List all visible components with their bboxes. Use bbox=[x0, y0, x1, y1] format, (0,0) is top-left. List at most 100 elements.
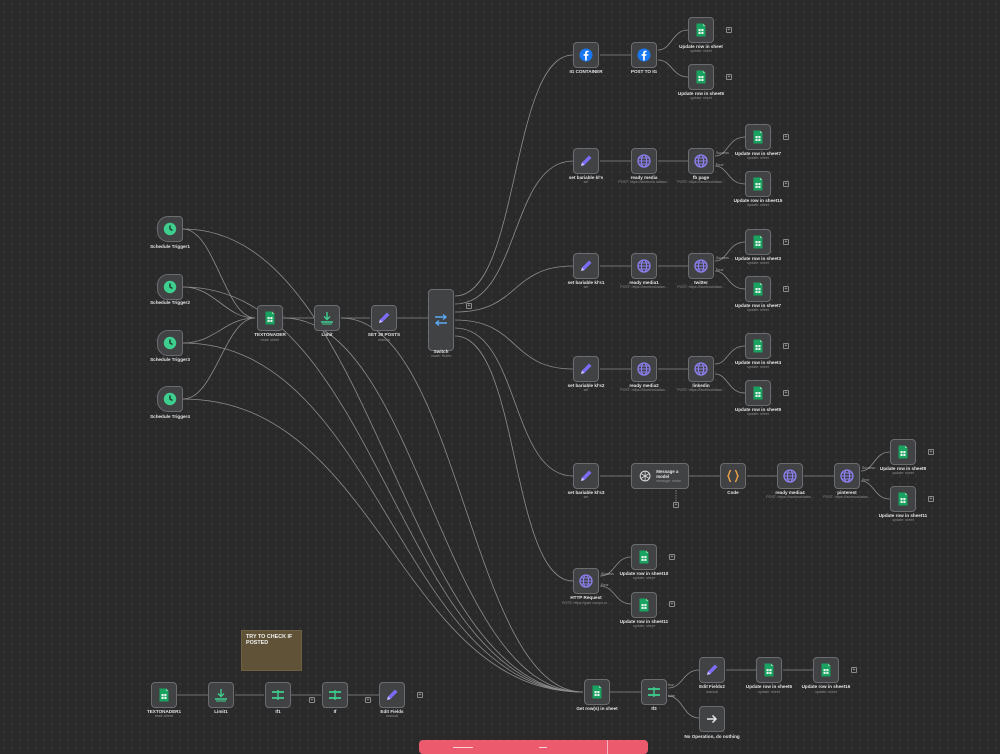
get-rows-node[interactable] bbox=[584, 679, 610, 705]
update-row-1-node[interactable] bbox=[688, 17, 714, 43]
ig-container-node[interactable] bbox=[573, 42, 599, 68]
update-row-2-node[interactable] bbox=[688, 64, 714, 90]
schedule-trigger-4-node[interactable] bbox=[157, 386, 183, 412]
limit-icon bbox=[213, 687, 229, 703]
update-row-11-add-button[interactable]: + bbox=[669, 554, 675, 560]
http-request-sub: POST: https://gate.compo.io... bbox=[562, 601, 610, 605]
set-variable-2-label: set bariable kl's1 bbox=[567, 280, 605, 285]
schedule-trigger-4-label: Schedule Trigger4 bbox=[150, 414, 190, 419]
clock-icon bbox=[162, 221, 178, 237]
ready-media-3-node[interactable] bbox=[631, 356, 657, 382]
edit-fields-add-button[interactable]: + bbox=[417, 692, 423, 698]
ready-media-1-node[interactable] bbox=[631, 148, 657, 174]
schedule-trigger-2-label: Schedule Trigger2 bbox=[150, 300, 190, 305]
limit-node[interactable] bbox=[314, 305, 340, 331]
update-row-12-node[interactable] bbox=[631, 592, 657, 618]
post-to-ig-node[interactable] bbox=[631, 42, 657, 68]
update-row-9-node[interactable] bbox=[890, 439, 916, 465]
update-row-4-add-button[interactable]: + bbox=[783, 181, 789, 187]
textonader-1-sub: read: sheet bbox=[155, 714, 173, 718]
update-row-6-node[interactable] bbox=[745, 276, 771, 302]
schedule-trigger-1-node[interactable] bbox=[157, 216, 183, 242]
globe-icon bbox=[578, 573, 594, 589]
update-row-10-add-button[interactable]: + bbox=[928, 496, 934, 502]
set-30-posts-node[interactable] bbox=[371, 305, 397, 331]
message-model-node[interactable]: Message a model message: model bbox=[631, 463, 689, 489]
update-row-11-node[interactable] bbox=[631, 544, 657, 570]
update-row-13-label: Update row in sheet6 bbox=[745, 684, 793, 689]
edit-fields-node[interactable] bbox=[379, 682, 405, 708]
set-variable-4-node[interactable] bbox=[573, 463, 599, 489]
twitter-success-port: Success bbox=[716, 256, 729, 260]
update-row-12-add-button[interactable]: + bbox=[669, 601, 675, 607]
ready-media-4-label: ready media4 bbox=[775, 490, 805, 495]
update-row-9-label: Update row in sheet8 bbox=[879, 466, 927, 471]
sticky-note[interactable]: TRY TO CHECK IF POSTED bbox=[241, 630, 302, 671]
update-row-6-add-button[interactable]: + bbox=[783, 286, 789, 292]
textonader-1-node[interactable] bbox=[151, 682, 177, 708]
ready-media-2-node[interactable] bbox=[631, 253, 657, 279]
globe-icon bbox=[693, 361, 709, 377]
fb-page-node[interactable] bbox=[688, 148, 714, 174]
switch-node[interactable] bbox=[428, 289, 454, 351]
set-variable-4-label: set bariable kl's3 bbox=[567, 490, 605, 495]
code-node[interactable] bbox=[720, 463, 746, 489]
sheets-icon bbox=[636, 549, 652, 565]
pinterest-sub: POST: https://facebooklatan... bbox=[823, 495, 871, 499]
set-variable-2-node[interactable] bbox=[573, 253, 599, 279]
sheets-icon bbox=[693, 69, 709, 85]
pinterest-node[interactable] bbox=[834, 463, 860, 489]
message-model-add-subnode-button[interactable]: + bbox=[673, 502, 679, 508]
ig-container-label: IG CONTAINER bbox=[569, 69, 603, 74]
update-row-3-node[interactable] bbox=[745, 124, 771, 150]
set-variable-1-node[interactable] bbox=[573, 148, 599, 174]
update-row-2-add-button[interactable]: + bbox=[726, 74, 732, 80]
execute-workflow-button[interactable] bbox=[419, 740, 648, 754]
if-add-button[interactable]: + bbox=[365, 697, 371, 703]
edit-fields-label: Edit Fields bbox=[380, 709, 404, 714]
if3-label: If3 bbox=[651, 706, 657, 711]
sheets-icon bbox=[818, 662, 834, 678]
http-request-node[interactable] bbox=[573, 568, 599, 594]
update-row-1-add-button[interactable]: + bbox=[726, 27, 732, 33]
set-variable-3-node[interactable] bbox=[573, 356, 599, 382]
no-op-node[interactable] bbox=[699, 706, 725, 732]
update-row-10-sub: update: sheet bbox=[892, 518, 914, 522]
ready-media-4-node[interactable] bbox=[777, 463, 803, 489]
limit-1-node[interactable] bbox=[208, 682, 234, 708]
if3-node[interactable] bbox=[641, 679, 667, 705]
schedule-trigger-3-node[interactable] bbox=[157, 330, 183, 356]
update-row-13-node[interactable] bbox=[756, 657, 782, 683]
update-row-9-add-button[interactable]: + bbox=[928, 449, 934, 455]
schedule-trigger-2-node[interactable] bbox=[157, 274, 183, 300]
update-row-4-node[interactable] bbox=[745, 171, 771, 197]
update-row-5-add-button[interactable]: + bbox=[783, 239, 789, 245]
switch-add-output-button[interactable]: + bbox=[466, 303, 472, 309]
update-row-10-node[interactable] bbox=[890, 486, 916, 512]
update-row-5-node[interactable] bbox=[745, 229, 771, 255]
update-row-9-sub: update: sheet bbox=[892, 471, 914, 475]
if1-node[interactable] bbox=[265, 682, 291, 708]
if-icon bbox=[270, 687, 286, 703]
edit-fields-2-node[interactable] bbox=[699, 657, 725, 683]
update-row-5-label: Update row in sheet3 bbox=[734, 256, 782, 261]
update-row-7-node[interactable] bbox=[745, 333, 771, 359]
update-row-13-sub: update: sheet bbox=[758, 690, 780, 694]
limit-icon bbox=[319, 310, 335, 326]
textonader-node[interactable] bbox=[257, 305, 283, 331]
if1-add-button[interactable]: + bbox=[309, 697, 315, 703]
update-row-7-add-button[interactable]: + bbox=[783, 343, 789, 349]
update-row-8-add-button[interactable]: + bbox=[783, 390, 789, 396]
update-row-4-sub: update: sheet bbox=[747, 203, 769, 207]
linkedin-node[interactable] bbox=[688, 356, 714, 382]
update-row-3-add-button[interactable]: + bbox=[783, 134, 789, 140]
twitter-node[interactable] bbox=[688, 253, 714, 279]
sheets-icon bbox=[636, 597, 652, 613]
if-node[interactable] bbox=[322, 682, 348, 708]
update-row-14-node[interactable] bbox=[813, 657, 839, 683]
update-row-6-label: Update row in sheet7 bbox=[734, 303, 782, 308]
update-row-8-node[interactable] bbox=[745, 380, 771, 406]
update-row-14-add-button[interactable]: + bbox=[851, 667, 857, 673]
update-row-5-sub: update: sheet bbox=[747, 261, 769, 265]
